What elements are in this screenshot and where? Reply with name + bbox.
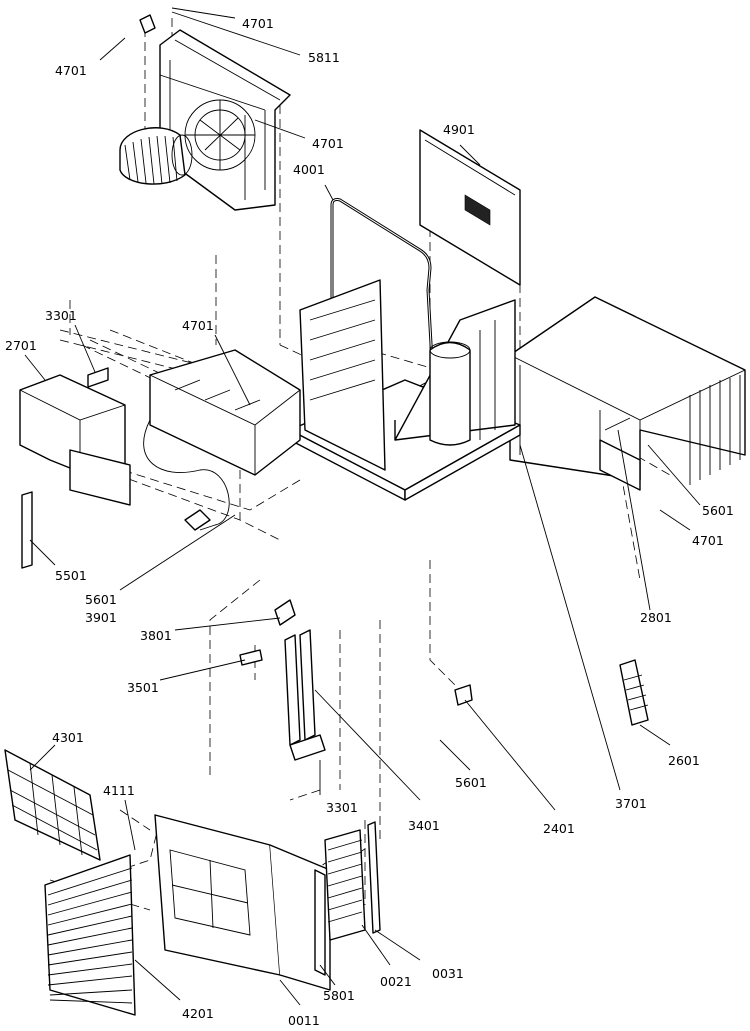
drain-bracket — [454, 684, 473, 706]
label-4701-top: 4701 — [242, 16, 274, 31]
rod — [604, 417, 631, 431]
part-labels: 4701 4701 5811 4701 4001 4901 3301 2701 … — [5, 16, 734, 1028]
chassis-base — [289, 279, 521, 501]
label-4001: 4001 — [293, 162, 325, 177]
label-2401: 2401 — [543, 821, 575, 836]
label-4701-cab: 4701 — [692, 533, 724, 548]
heater-element-1 — [284, 634, 301, 746]
label-2801: 2801 — [640, 610, 672, 625]
heater-element-2 — [299, 629, 316, 741]
label-4301: 4301 — [52, 730, 84, 745]
motor-mount — [619, 659, 649, 726]
label-5601-cab: 5601 — [702, 503, 734, 518]
small-parts — [21, 367, 649, 761]
heater-clip — [239, 649, 263, 666]
leader-lines — [24, 7, 701, 1006]
label-0031: 0031 — [432, 966, 464, 981]
label-3301-top: 3301 — [45, 308, 77, 323]
label-4201: 4201 — [182, 1006, 214, 1021]
label-4111: 4111 — [103, 783, 135, 798]
louver-assembly — [324, 821, 381, 941]
label-0021: 0021 — [380, 974, 412, 989]
bracket-top — [87, 367, 109, 388]
label-2601: 2601 — [668, 753, 700, 768]
thermistor-clip — [274, 599, 296, 626]
label-3401: 3401 — [408, 818, 440, 833]
label-4701-left: 4701 — [55, 63, 87, 78]
refrigerant-tube — [330, 198, 435, 397]
outer-cabinet — [509, 296, 746, 491]
label-2701: 2701 — [5, 338, 37, 353]
label-3301-bottom: 3301 — [326, 800, 358, 815]
label-3801: 3801 — [140, 628, 172, 643]
label-4901: 4901 — [443, 122, 475, 137]
control-box — [143, 349, 301, 531]
air-duct — [19, 374, 131, 506]
front-frame — [154, 814, 331, 991]
insulation-panel — [419, 129, 521, 286]
label-0011: 0011 — [288, 1013, 320, 1028]
label-4701-ctrl: 4701 — [182, 318, 214, 333]
label-5601-bottom: 5601 — [455, 775, 487, 790]
label-4701-blower: 4701 — [312, 136, 344, 151]
foam-strip — [21, 491, 33, 569]
label-5801: 5801 — [323, 988, 355, 1003]
blower-housing — [119, 14, 291, 211]
bracket-bottom — [289, 734, 326, 761]
label-3701: 3701 — [615, 796, 647, 811]
front-grille — [44, 854, 136, 1016]
air-filter — [4, 749, 101, 861]
label-3901: 3901 — [85, 610, 117, 625]
label-5811: 5811 — [308, 50, 340, 65]
label-5601-cord: 5601 — [85, 592, 117, 607]
label-3501: 3501 — [127, 680, 159, 695]
label-5501: 5501 — [55, 568, 87, 583]
